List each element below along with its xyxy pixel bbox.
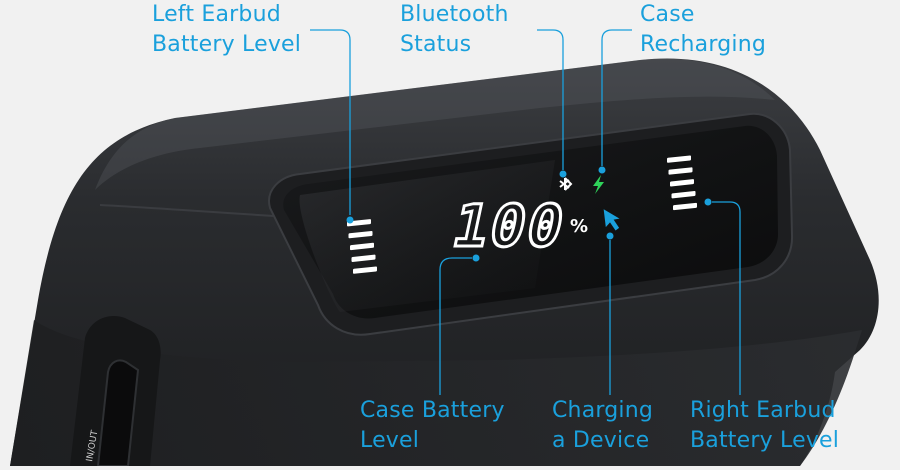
left-earbud-bar-5 <box>353 266 377 274</box>
case-battery-percent: 100 <box>447 193 572 260</box>
lightning-bolt-icon <box>593 175 604 194</box>
leader-bluetooth <box>537 29 564 170</box>
percent-sign: % <box>570 216 588 237</box>
leader-dot-charging-device <box>606 232 614 240</box>
leader-dot-left-earbud <box>346 216 354 224</box>
callout-case-recharging: Case Recharging <box>640 2 766 57</box>
leader-dot-bluetooth <box>559 170 567 178</box>
case-highlight <box>95 58 775 190</box>
leader-left-earbud <box>310 29 351 215</box>
callout-charging-device: Charging a Device <box>552 398 654 453</box>
bluetooth-icon <box>559 177 573 191</box>
right-earbud-bar-2 <box>668 167 693 175</box>
leader-dot-right-earbud <box>704 198 712 206</box>
left-earbud-bar-4 <box>351 254 376 262</box>
leader-dot-case-battery <box>472 254 480 262</box>
right-earbud-bar-5 <box>673 202 697 211</box>
callout-right-earbud: Right Earbud Battery Level <box>690 398 840 453</box>
leader-case-battery <box>439 257 472 395</box>
callout-case-battery: Case Battery Level <box>360 398 505 453</box>
right-earbud-bar-3 <box>670 179 694 187</box>
callout-bluetooth: Bluetooth Status <box>400 2 509 57</box>
right-earbud-bar-1 <box>667 155 691 163</box>
left-earbud-bar-2 <box>348 230 373 239</box>
left-earbud-bar-3 <box>350 242 374 251</box>
leader-right-earbud <box>712 201 741 395</box>
left-earbud-battery-bars <box>347 219 377 274</box>
callout-left-earbud: Left Earbud Battery Level <box>152 2 302 57</box>
case-side-panel <box>10 320 862 466</box>
right-earbud-battery-bars <box>667 155 697 211</box>
right-earbud-bar-4 <box>671 190 696 199</box>
leader-dot-case-recharging <box>598 166 606 174</box>
leader-case-recharging <box>601 29 632 166</box>
arrow-pointer-icon <box>603 209 620 231</box>
display-reflection <box>299 160 555 312</box>
usb-port <box>96 359 140 467</box>
